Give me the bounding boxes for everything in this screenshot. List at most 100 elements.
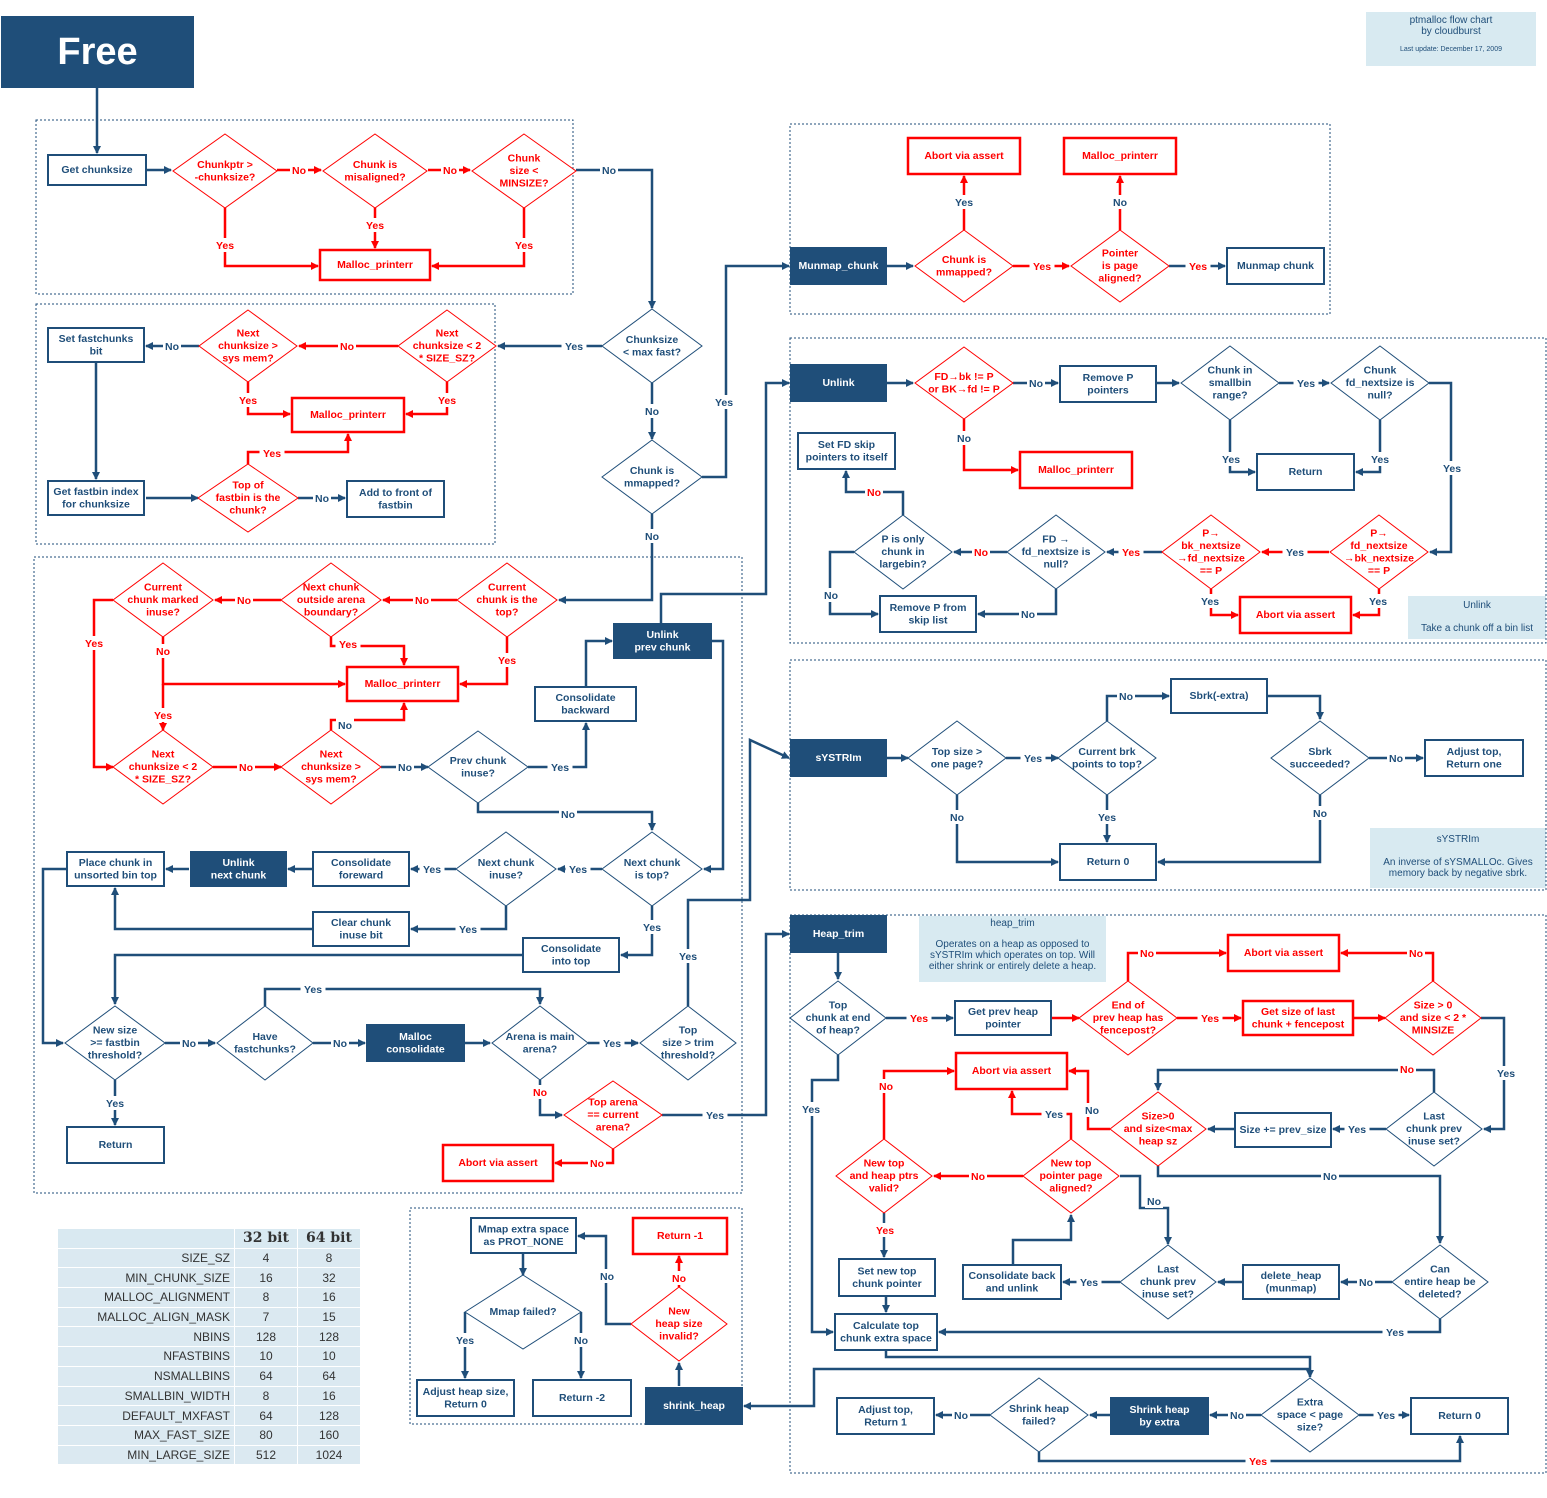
edge-label-bg xyxy=(102,1096,128,1110)
node-label: Return xyxy=(99,1139,133,1151)
section-region xyxy=(409,1207,743,1425)
edge-label-bg xyxy=(235,393,261,407)
edge-label-bg xyxy=(643,404,661,418)
node-shape xyxy=(790,739,887,777)
step-ret0b: Return 0 xyxy=(1410,1397,1509,1435)
step-abort4: Abort via assert xyxy=(1226,933,1341,973)
edge-label: Yes xyxy=(456,1335,474,1347)
node-shape xyxy=(954,1051,1069,1091)
flow-arrow xyxy=(246,382,291,418)
flow-arrow xyxy=(828,550,879,618)
step-size-add-prev: Size += prev_size xyxy=(1234,1112,1332,1148)
edge-label-bg xyxy=(338,339,356,353)
flow-arrow xyxy=(1154,1068,1436,1092)
edge-label: No xyxy=(165,341,179,353)
edge-label-bg xyxy=(1029,259,1055,273)
node-shape xyxy=(1022,1138,1120,1214)
node-shape xyxy=(790,364,887,402)
edge-label-bg xyxy=(1020,751,1046,765)
edge-label-bg xyxy=(335,637,361,651)
edge-label-bg xyxy=(1367,452,1393,466)
node-label: Return xyxy=(1289,466,1323,478)
flow-arrow xyxy=(1156,1166,1444,1244)
node-label: Return -2 xyxy=(559,1392,605,1404)
edge-label: No xyxy=(415,595,429,607)
edge-label: Yes xyxy=(1033,261,1051,273)
section-region xyxy=(33,556,743,1194)
section-region xyxy=(789,337,1547,644)
node-shape xyxy=(1226,933,1341,973)
node-label: Chunksize< max fast? xyxy=(623,334,681,359)
node-shape xyxy=(1241,999,1355,1037)
node-shape xyxy=(1391,1244,1489,1320)
edge-label: Yes xyxy=(263,448,281,460)
node-shape xyxy=(1270,720,1370,796)
edge-label: Yes xyxy=(1369,596,1387,608)
node-shape xyxy=(630,1286,728,1362)
step-sbrk: Sbrk(-extra) xyxy=(1170,678,1268,714)
table-value-cell: 15 xyxy=(297,1306,361,1328)
edge-label-bg xyxy=(235,593,253,607)
edge-label-bg xyxy=(163,339,181,353)
edge-label-bg xyxy=(561,339,587,353)
edge-label-bg xyxy=(559,807,577,821)
edge-label: Yes xyxy=(1348,1124,1366,1136)
systrim-note: sYSTRIm An inverse of sYSMALLOc. Gives m… xyxy=(1370,828,1546,888)
edge-label-bg xyxy=(1185,259,1211,273)
node-shape xyxy=(1256,453,1355,491)
edge-label: Yes xyxy=(1122,547,1140,559)
node-shape xyxy=(1234,1112,1332,1148)
edge-label: No xyxy=(879,1081,893,1093)
node-label: Malloc_printerr xyxy=(1082,150,1158,162)
node-shape xyxy=(190,851,287,887)
edge-label: Yes xyxy=(239,395,257,407)
edge-label: Yes xyxy=(106,1098,124,1110)
node-shape xyxy=(834,1313,938,1351)
node-shape xyxy=(47,154,147,186)
node-shape xyxy=(1078,980,1178,1056)
node-shape xyxy=(954,1000,1052,1036)
node-label: Return 0 xyxy=(1087,856,1130,868)
node-shape xyxy=(441,1143,555,1183)
edge-label-bg xyxy=(1041,1107,1067,1121)
edge-label-bg xyxy=(955,431,973,445)
table-key-cell: MIN_LARGE_SIZE xyxy=(57,1444,235,1466)
unlink-note-body: Take a chunk off a bin list xyxy=(1420,623,1534,634)
node-shape xyxy=(1161,514,1261,590)
node-shape xyxy=(366,1024,465,1062)
edge-label: No xyxy=(1409,948,1423,960)
node-shape xyxy=(1110,1397,1209,1435)
edge-label: No xyxy=(1359,1277,1373,1289)
edge-label: Yes xyxy=(679,951,697,963)
flow-arrow xyxy=(1340,949,1435,981)
edge-label-bg xyxy=(150,708,176,722)
node-shape xyxy=(906,136,1022,176)
node-shape xyxy=(290,396,406,434)
edge-label: Yes xyxy=(955,197,973,209)
step-mp1: Malloc_printerr xyxy=(318,248,432,282)
node-shape xyxy=(838,1258,936,1297)
